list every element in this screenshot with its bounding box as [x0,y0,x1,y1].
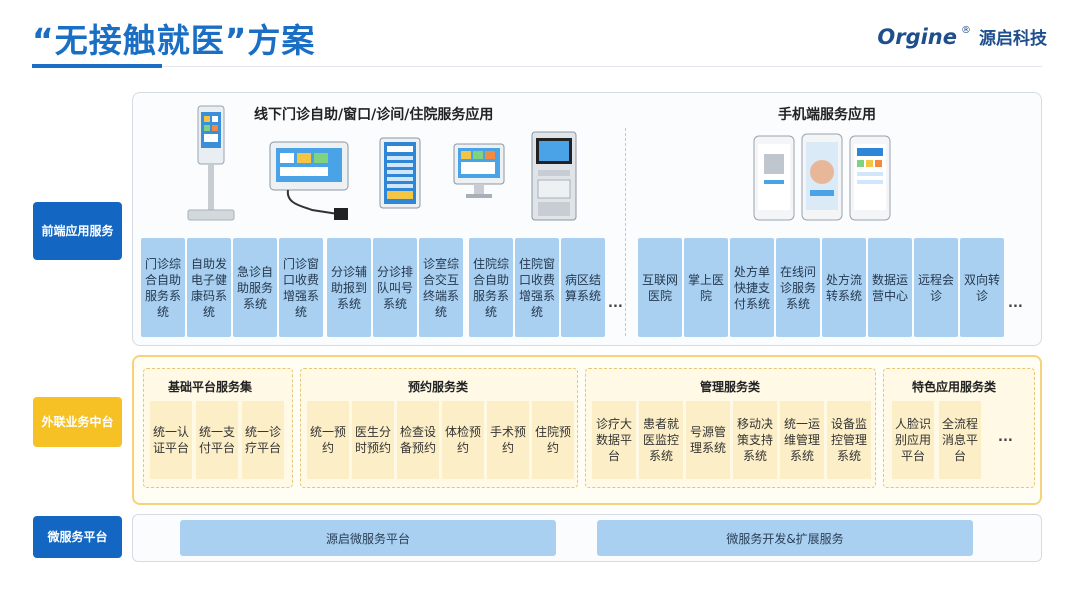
window-terminal-icon [269,141,349,220]
group-title-featured: 特色应用服务类 [912,380,997,394]
offline-app-tile[interactable]: 门诊综合自助服务系统 [141,238,185,337]
service-tile[interactable]: 统一运维管理系统 [780,401,824,479]
mobile-more-ellipsis: ... [1008,296,1023,311]
offline-app-tile[interactable]: 住院窗口收费增强系统 [515,238,559,337]
header-divider [162,66,1042,67]
featured-more-ellipsis: ... [998,430,1013,445]
mobile-app-tile[interactable]: 数据运营中心 [868,238,912,337]
service-tile[interactable]: 全流程消息平台 [939,401,981,479]
offline-app-tile[interactable]: 住院综合自助服务系统 [469,238,513,337]
offline-section-title: 线下门诊自助/窗口/诊间/住院服务应用 [254,107,494,123]
microservice-platform-bar[interactable]: 源启微服务平台 [180,520,556,556]
service-tile[interactable]: 统一预约 [307,401,349,479]
mobile-phones-icon [753,133,891,221]
service-tile[interactable]: 体检预约 [442,401,484,479]
microservice-extension-bar[interactable]: 微服务开发&扩展服务 [597,520,973,556]
offline-app-tile[interactable]: 门诊窗口收费增强系统 [279,238,323,337]
side-label-front: 前端应用服务 [33,202,122,260]
service-tile[interactable]: 住院预约 [532,401,574,479]
offline-app-tile[interactable]: 分诊辅助报到系统 [327,238,371,337]
service-tile[interactable]: 统一认证平台 [150,401,192,479]
service-tile[interactable]: 医生分时预约 [352,401,394,479]
offline-app-tile[interactable]: 急诊自助服务系统 [233,238,277,337]
mobile-app-tile[interactable]: 处方单快捷支付系统 [730,238,774,337]
offline-app-tile[interactable]: 病区结算系统 [561,238,605,337]
service-tile[interactable]: 移动决策支持系统 [733,401,777,479]
page-title: “无接触就医”方案 [32,21,316,60]
logo-registered-mark: ® [961,25,971,36]
service-tile[interactable]: 诊疗大数据平台 [592,401,636,479]
service-tile[interactable]: 设备监控管理系统 [827,401,871,479]
mobile-app-tile[interactable]: 双向转诊 [960,238,1004,337]
group-title-basic-platform: 基础平台服务集 [168,380,253,394]
mobile-app-tile[interactable]: 远程会诊 [914,238,958,337]
title-underline [32,64,162,68]
service-tile[interactable]: 号源管理系统 [686,401,730,479]
logo-brand: Orgine [877,24,957,49]
section-divider [625,128,626,336]
offline-app-tile[interactable]: 自助发电子健康码系统 [187,238,231,337]
service-tile[interactable]: 患者就医监控系统 [639,401,683,479]
mobile-section-title: 手机端服务应用 [778,107,876,123]
service-tile[interactable]: 人脸识别应用平台 [892,401,934,479]
company-logo: Orgine ® 源启科技 [877,24,1047,50]
clinic-terminal-icon [453,143,505,198]
mobile-app-tile[interactable]: 在线问诊服务系统 [776,238,820,337]
group-title-appointment: 预约服务类 [408,380,469,394]
mobile-app-tile[interactable]: 互联网医院 [638,238,682,337]
mobile-app-tile[interactable]: 处方流转系统 [822,238,866,337]
side-label-middle: 外联业务中台 [33,397,122,447]
side-label-bottom: 微服务平台 [33,516,122,558]
logo-company-name: 源启科技 [979,29,1047,49]
group-title-management: 管理服务类 [700,380,761,394]
queue-screen-icon [379,137,421,209]
service-tile[interactable]: 统一支付平台 [196,401,238,479]
service-tile[interactable]: 统一诊疗平台 [242,401,284,479]
mobile-app-tile[interactable]: 掌上医院 [684,238,728,337]
offline-app-tile[interactable]: 分诊排队叫号系统 [373,238,417,337]
kiosk-device-icon [187,105,235,221]
offline-app-tile[interactable]: 诊室综合交互终端系统 [419,238,463,337]
inpatient-kiosk-icon [531,131,577,221]
service-tile[interactable]: 检查设备预约 [397,401,439,479]
offline-more-ellipsis: ... [608,296,623,311]
service-tile[interactable]: 手术预约 [487,401,529,479]
